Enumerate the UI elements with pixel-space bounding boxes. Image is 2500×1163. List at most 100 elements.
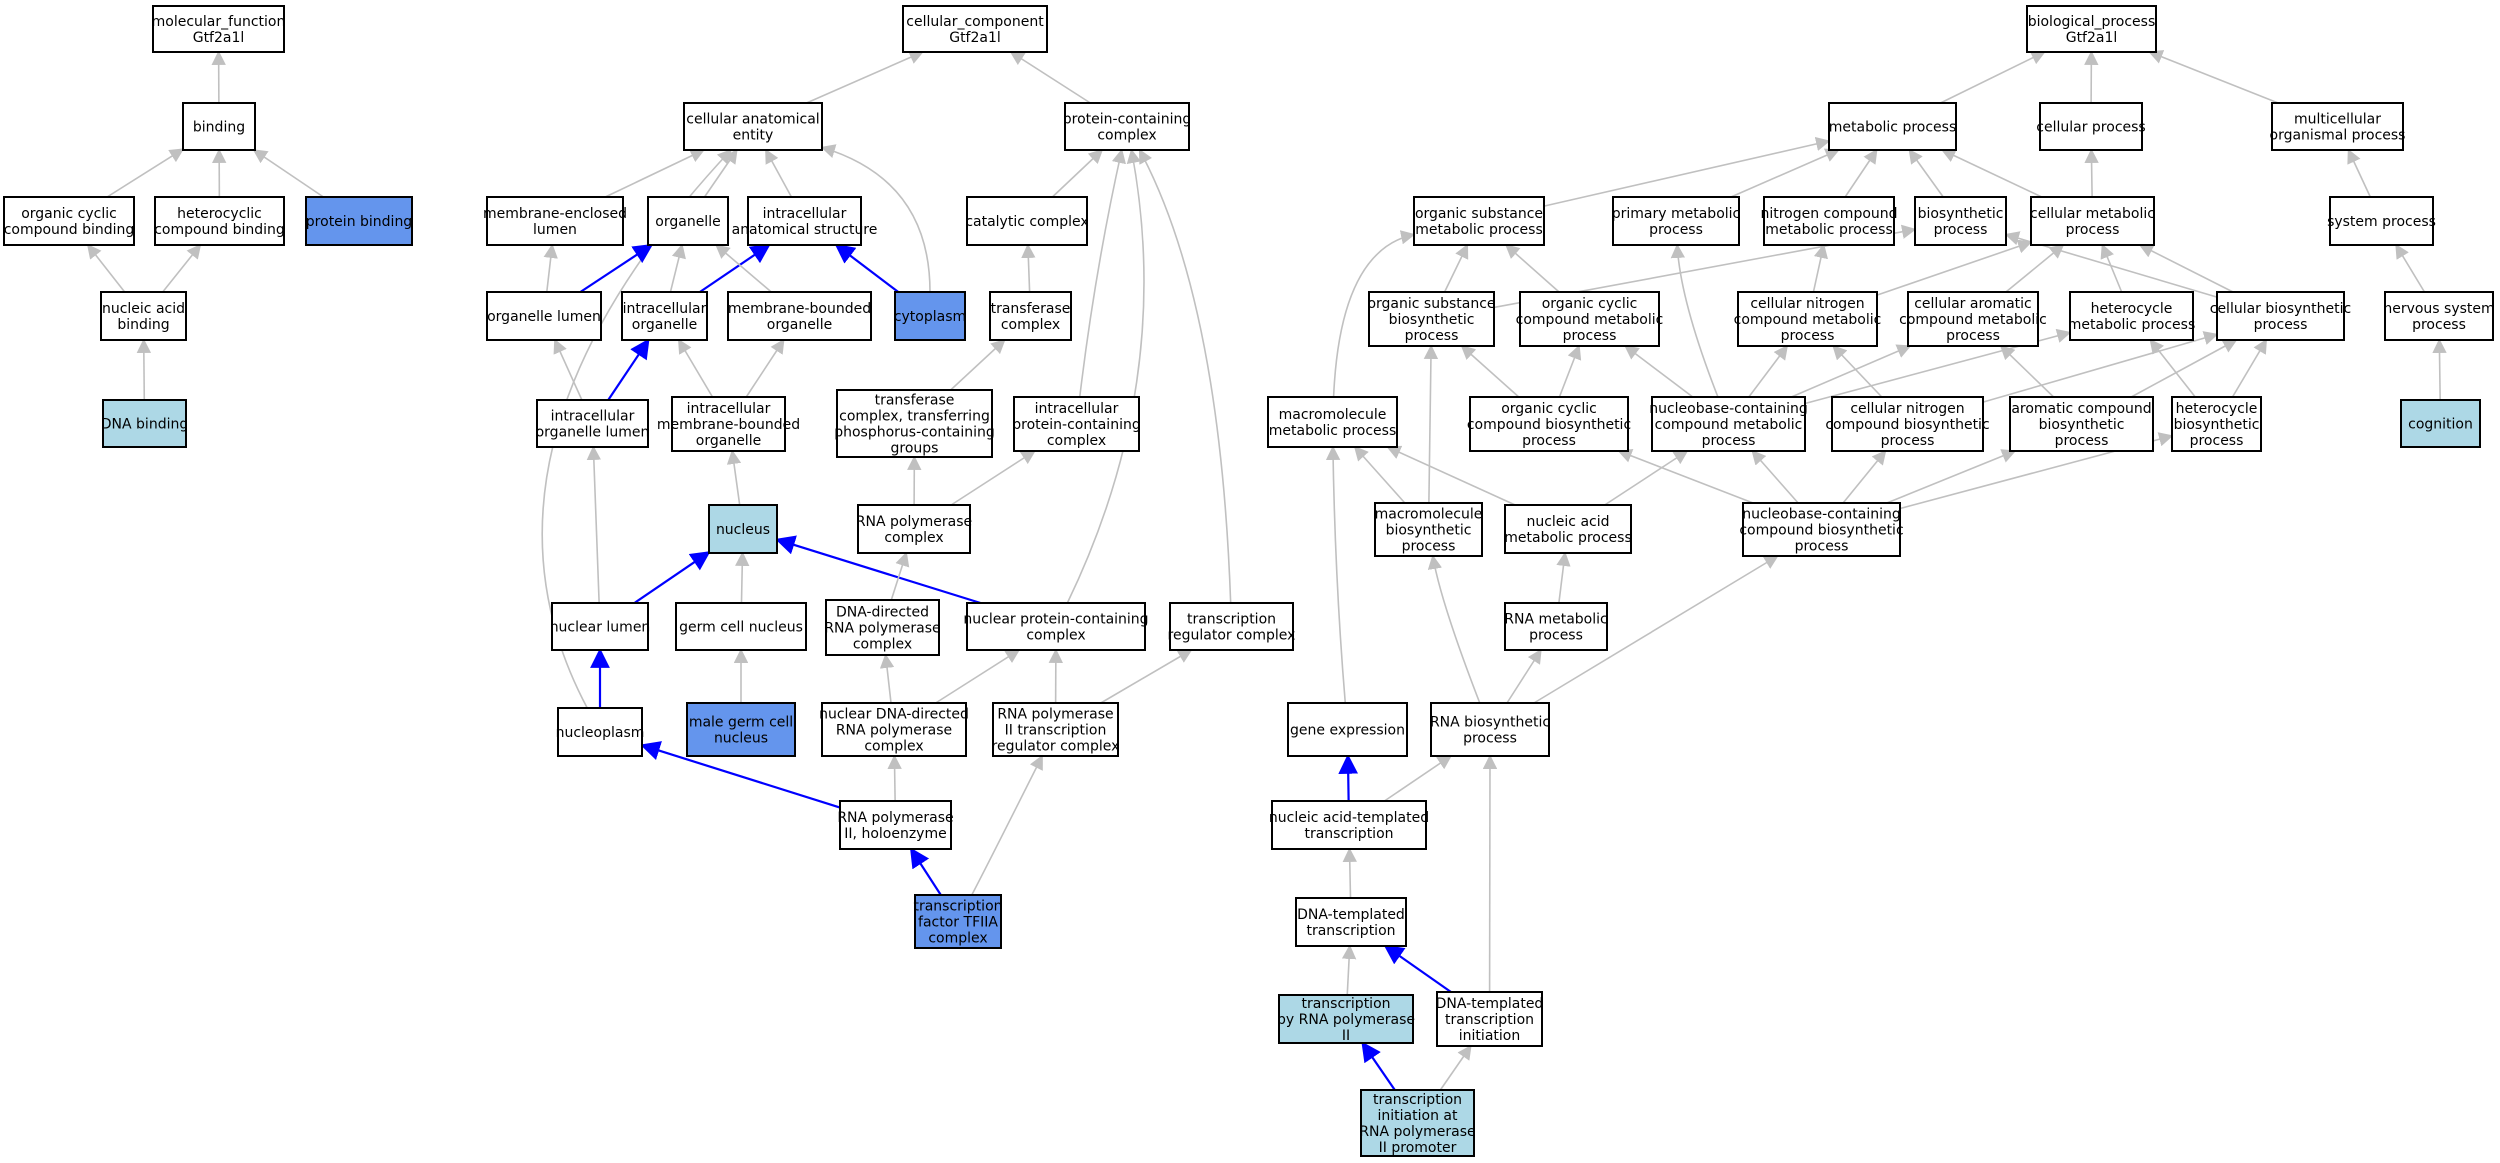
node-geneexp[interactable]: gene expression [1287, 702, 1408, 757]
node-label-line: nucleic acid [1526, 514, 1609, 530]
edge-cncmp-to-cmp [1876, 239, 2033, 296]
node-nucleoplasm[interactable]: nucleoplasm [556, 707, 645, 757]
node-binding[interactable]: binding [182, 102, 256, 151]
node-box [182, 102, 256, 151]
node-label-line: biosynthetic [1389, 312, 1475, 328]
node-org_lumen[interactable]: organelle lumen [486, 291, 602, 341]
edge-cncbp-to-cbp [1982, 331, 2219, 403]
node-sysproc[interactable]: system process [2327, 196, 2436, 246]
node-box [1907, 291, 2039, 347]
node-cognition[interactable]: cognition [2400, 399, 2481, 448]
node-cellproc[interactable]: cellular process [2036, 102, 2146, 151]
node-dna_bind[interactable]: DNA binding [101, 399, 188, 448]
edge-imbo-to-io [677, 338, 714, 398]
node-nuc_lumen[interactable]: nuclear lumen [550, 602, 651, 651]
node-box [536, 399, 649, 448]
node-prot_bind[interactable]: protein binding [305, 196, 413, 246]
node-label-line: RNA polymerase [856, 514, 972, 530]
node-label-line: complex [853, 637, 912, 653]
node-label-line: cellular nitrogen [1750, 296, 1864, 312]
edge-cytoplasm-to-cae [820, 144, 931, 293]
edge-mbp-to-osbp [1423, 344, 1439, 504]
node-label-line: organelle [655, 214, 720, 230]
node-label-line: protein-containing [1012, 417, 1140, 433]
edge-dtti-to-dtt [1383, 944, 1452, 993]
node-label-line: transcription [1187, 612, 1276, 628]
node-label-line: aromatic compound [2011, 401, 2151, 417]
node-germ_nuc[interactable]: germ cell nucleus [675, 602, 807, 651]
node-metab[interactable]: metabolic process [1828, 102, 1957, 151]
node-label-line: nucleus [714, 731, 768, 747]
edge-natt-to-geneexp [1338, 754, 1359, 802]
node-nucleus[interactable]: nucleus [708, 504, 778, 554]
node-box [486, 291, 602, 341]
node-box [647, 196, 729, 246]
node-box [2026, 5, 2157, 53]
node-box [2384, 291, 2494, 341]
node-box [1436, 991, 1543, 1047]
edge-npcc-to-pcc [1066, 148, 1145, 604]
node-label-line: DNA-templated [1436, 996, 1544, 1012]
node-organelle[interactable]: organelle [647, 196, 729, 246]
node-label-line: nuclear lumen [550, 620, 651, 636]
node-cytoplasm[interactable]: cytoplasm [894, 291, 966, 341]
node-cat_cplx[interactable]: catalytic complex [965, 196, 1089, 246]
